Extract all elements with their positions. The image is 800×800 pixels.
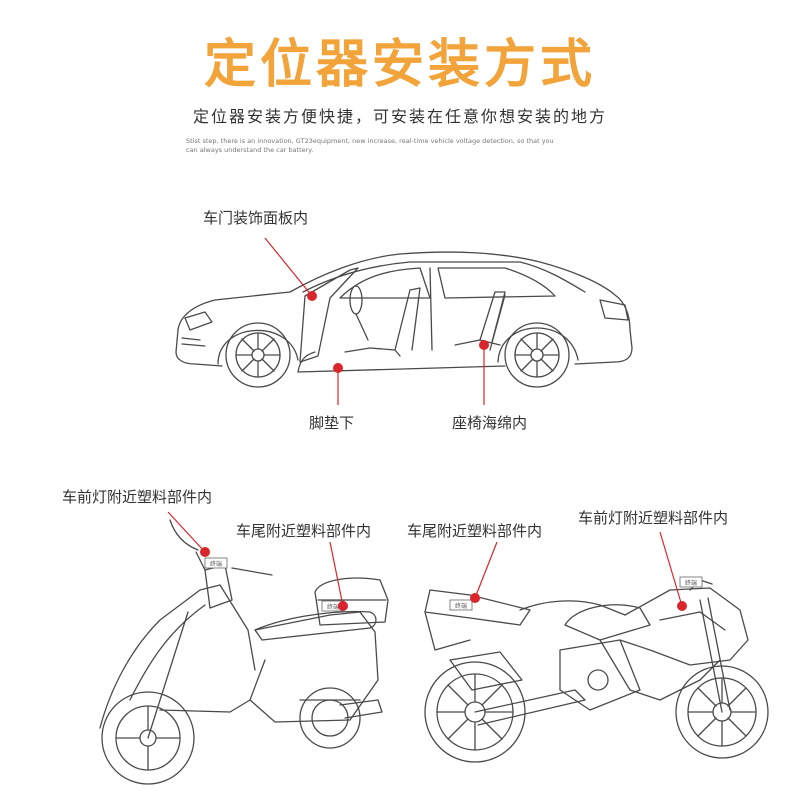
leader-line-motorcycle-headlight: [659, 531, 683, 607]
page-subtitle: 定位器安装方便快捷，可安装在任意你想安装的地方: [192, 107, 607, 126]
page-title: 定位器安装方式: [203, 35, 596, 95]
marker-door-panel: [307, 291, 317, 301]
marker-scooter-headlight: [200, 547, 210, 557]
marker-scooter-rear: [338, 601, 348, 611]
description-line-2: can always understand the car battery.: [186, 146, 314, 154]
car-drawing: [175, 251, 633, 388]
motorcycle-drawing: [424, 579, 769, 763]
leader-line-scooter-rear: [329, 541, 344, 607]
label-motorcycle-headlight: 车前灯附近塑料部件内: [578, 509, 729, 527]
label-scooter-headlight: 车前灯附近塑料部件内: [62, 488, 213, 506]
label-foot-mat: 脚垫下: [309, 414, 355, 432]
motorcycle-front-tag-text: 终端: [685, 579, 697, 587]
label-door-panel: 车门装饰面板内: [203, 209, 309, 227]
marker-foot-mat: [333, 363, 343, 373]
scooter-tag-text: 终端: [210, 560, 222, 568]
motorcycle-rear-tag-text: 终端: [455, 602, 467, 610]
scooter-drawing: [99, 519, 389, 785]
leader-line-motorcycle-rear: [474, 541, 498, 599]
label-seat-sponge: 座椅海绵内: [452, 414, 528, 432]
label-scooter-rear: 车尾附近塑料部件内: [236, 522, 372, 540]
label-motorcycle-rear: 车尾附近塑料部件内: [407, 522, 543, 540]
scooter-tag: 终端: [204, 557, 228, 569]
motorcycle-front-tag: 终端: [679, 576, 703, 588]
marker-seat-sponge: [479, 340, 489, 350]
description-line-1: Stist step, there is an innovation, GT23…: [186, 137, 554, 145]
description-text: Stist step, there is an innovation, GT23…: [186, 137, 606, 155]
leader-line-scooter-headlight: [167, 511, 206, 553]
scooter-rear-tag-text: 终端: [327, 603, 339, 611]
marker-motorcycle-rear: [470, 593, 480, 603]
leader-line-door-panel: [264, 237, 313, 297]
marker-motorcycle-headlight: [677, 601, 687, 611]
motorcycle-rear-tag: 终端: [449, 599, 473, 611]
